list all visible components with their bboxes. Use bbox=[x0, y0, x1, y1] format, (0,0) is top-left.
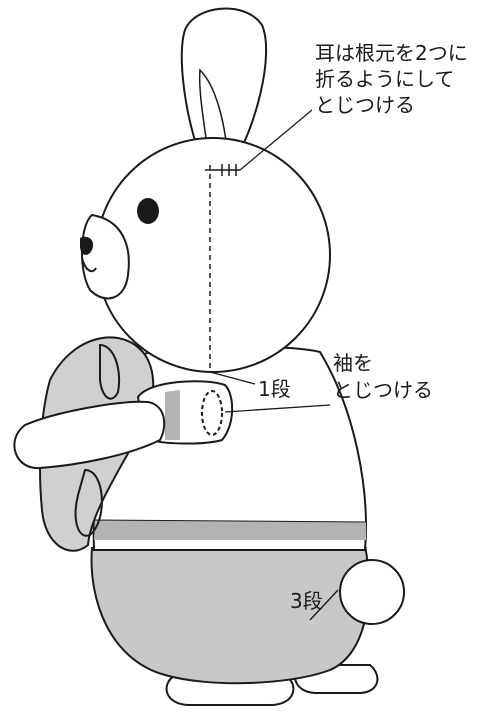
eye bbox=[137, 198, 159, 224]
ear-annotation-line-3: とじつける bbox=[315, 93, 415, 117]
pants bbox=[90, 543, 370, 685]
row1-label: 1段 bbox=[258, 377, 291, 401]
head bbox=[95, 137, 331, 373]
ear-stitch-marks bbox=[205, 164, 240, 176]
nose bbox=[80, 236, 94, 255]
ear-annotation-line-1: 耳は根元を2つに bbox=[315, 41, 468, 65]
sleeve-annotation-line-1: 袖を bbox=[333, 351, 373, 375]
tail bbox=[339, 559, 405, 625]
row3-label: 3段 bbox=[290, 589, 323, 613]
sleeve-annotation-line-2: とじつける bbox=[333, 378, 433, 402]
mouth bbox=[81, 257, 97, 273]
leader-lines bbox=[209, 109, 339, 621]
ear-annotation-line-2: 折るようにして bbox=[315, 67, 454, 91]
shirt-stripe bbox=[94, 520, 366, 540]
ear bbox=[180, 7, 268, 166]
front-arm bbox=[13, 380, 234, 470]
